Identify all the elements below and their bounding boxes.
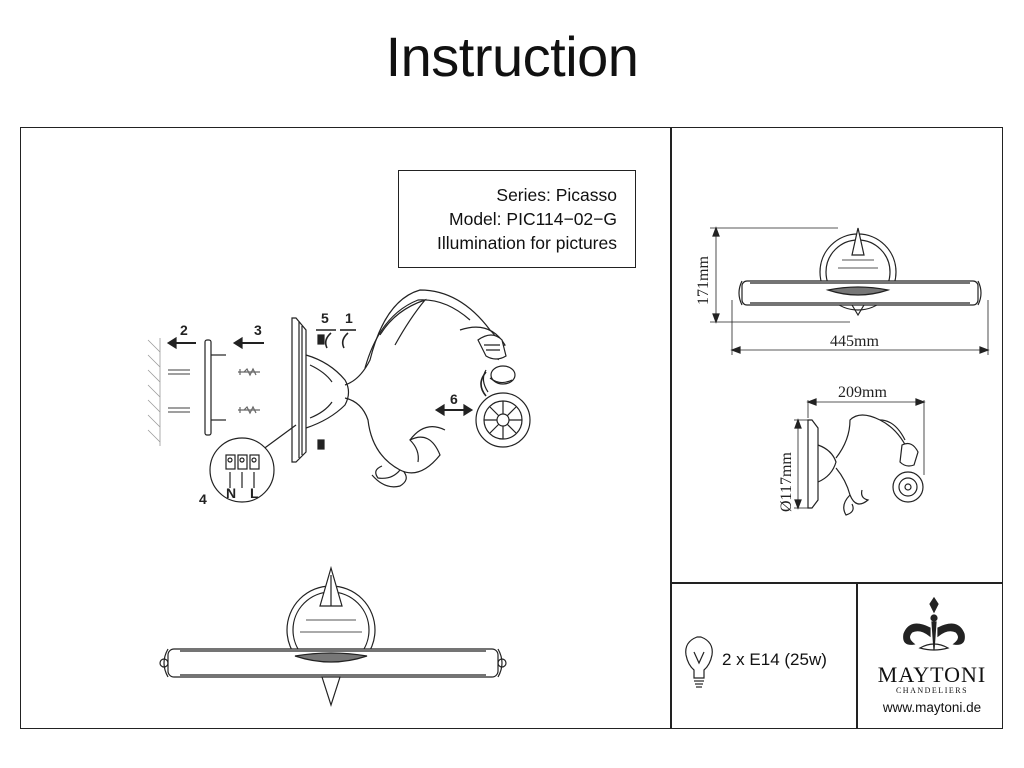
drawing-frame	[20, 127, 1003, 729]
step-1-label: 1	[345, 310, 353, 326]
ornament-logo-icon	[903, 596, 965, 651]
product-info-box: Series: Picasso Model: PIC114−02−G Illum…	[398, 170, 636, 268]
side-dimension-view	[794, 398, 926, 516]
wall-plate-side	[291, 317, 350, 463]
wall-hatching	[147, 338, 161, 446]
step-3-label: 3	[254, 322, 262, 338]
terminal-n-label: N	[226, 485, 236, 501]
socket-assembly	[477, 334, 516, 393]
arrow-step-3	[232, 336, 264, 350]
column-divider	[670, 127, 672, 729]
step-5-label: 5	[321, 310, 329, 326]
bulb-spec: 2 x E14 (25w)	[722, 650, 827, 669]
screws	[238, 367, 260, 415]
brand-subtitle: CHANDELIERS	[895, 686, 969, 695]
step-4-label: 4	[199, 491, 207, 507]
lamp-arm-side	[344, 289, 506, 488]
front-width-label: 445mm	[830, 333, 879, 350]
purpose-text: Illumination for pictures	[437, 233, 617, 253]
front-dimension-view	[710, 226, 990, 355]
arrow-step-2	[166, 336, 196, 350]
arrow-step-6	[434, 403, 474, 417]
wall-dowels	[168, 369, 190, 413]
base-diameter-label: Ø117mm	[778, 452, 795, 512]
step-6-label: 6	[450, 391, 458, 407]
brand-name: MAYTONI	[877, 662, 987, 687]
side-depth-label: 209mm	[838, 384, 887, 401]
rosette-side	[475, 392, 531, 448]
terminal-l-label: L	[250, 485, 259, 501]
lightbulb-icon	[685, 636, 713, 688]
page-title: Instruction	[385, 25, 639, 88]
step-2-label: 2	[180, 322, 188, 338]
series-text: Series: Picasso	[496, 185, 617, 205]
front-view-lamp	[159, 565, 507, 707]
model-text: Model: PIC114−02−G	[449, 209, 617, 229]
brand-website: www.maytoni.de	[882, 700, 982, 715]
terminal-detail	[209, 424, 297, 503]
mounting-bracket	[204, 339, 226, 436]
footer-divider	[670, 582, 1003, 584]
front-height-label: 171mm	[695, 256, 712, 305]
footer-split	[856, 582, 858, 729]
rotation-arrows	[316, 329, 487, 397]
